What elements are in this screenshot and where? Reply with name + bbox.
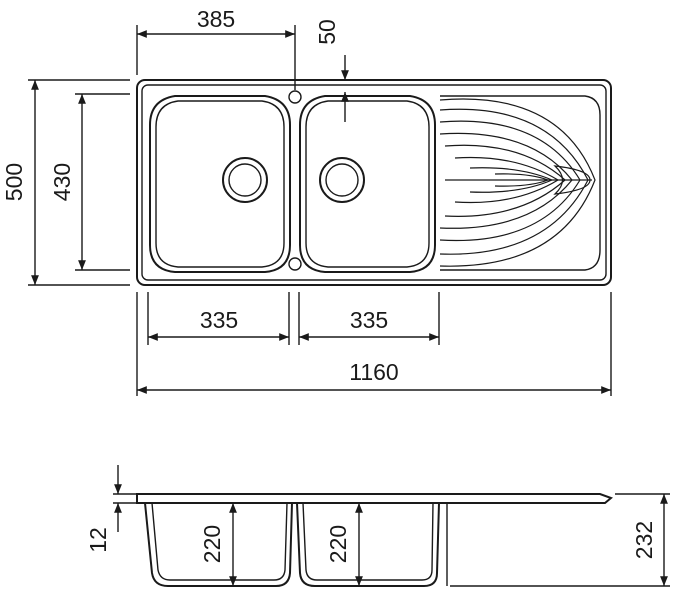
dim-bowl-offset: 385 (197, 6, 235, 32)
left-drain (222, 157, 268, 203)
right-bowl-inner (305, 100, 430, 268)
dim-bowl-right-height: 220 (325, 525, 351, 563)
tap-hole-top (288, 90, 302, 104)
dim-overall-height: 232 (631, 521, 657, 559)
tap-hole-bottom (288, 257, 302, 271)
sink-inner-rim (141, 84, 607, 281)
left-bowl-inner (155, 100, 285, 268)
dim-bowl-left-width: 335 (200, 307, 238, 333)
dim-rim-thickness: 12 (85, 527, 111, 553)
left-drain-inner (228, 163, 262, 197)
right-drain (319, 157, 365, 203)
right-drain-inner (325, 163, 359, 197)
drainboard (439, 95, 601, 271)
right-bowl (299, 95, 436, 273)
dim-bowl-left-height: 220 (199, 525, 225, 563)
side-view: 12 220 220 232 (85, 465, 670, 587)
dim-bowl-right-width: 335 (350, 307, 388, 333)
dim-bowl-depth: 430 (49, 163, 75, 201)
dim-hole-offset: 50 (314, 19, 340, 45)
side-rim (136, 493, 613, 504)
side-left-bowl (144, 502, 293, 587)
dim-overall-depth: 500 (1, 163, 27, 201)
dim-overall-width: 1160 (349, 359, 398, 385)
side-right-bowl (296, 502, 440, 587)
sink-outline (136, 79, 612, 286)
top-view: 385 50 500 430 335 335 1160 (1, 6, 612, 396)
left-bowl (149, 95, 291, 273)
